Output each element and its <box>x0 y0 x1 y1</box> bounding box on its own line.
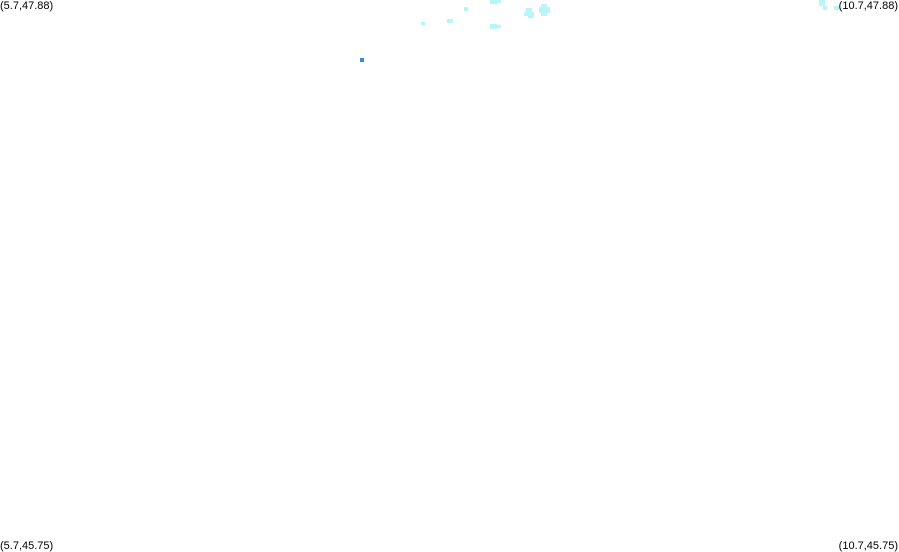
feature-patch <box>497 25 501 28</box>
feature-patch <box>490 24 497 29</box>
feature-patch <box>490 0 498 4</box>
feature-patch <box>823 6 827 10</box>
feature-patch <box>447 19 453 23</box>
corner-label-bottom-right: (10.7,45.75) <box>838 540 898 552</box>
feature-point <box>360 58 364 62</box>
light-blue-features <box>421 0 840 29</box>
corner-label-top-left: (5.7,47.88) <box>0 0 54 12</box>
feature-patch <box>464 7 468 11</box>
corner-label-bottom-left: (5.7,45.75) <box>0 540 54 552</box>
feature-cluster <box>524 8 534 18</box>
feature-patch <box>497 0 501 3</box>
dark-blue-features <box>360 58 364 62</box>
corner-label-top-right: (10.7,47.88) <box>838 0 898 12</box>
feature-patch <box>834 6 840 10</box>
feature-patch <box>819 0 825 6</box>
feature-patch <box>421 22 425 25</box>
feature-cluster <box>539 4 550 16</box>
